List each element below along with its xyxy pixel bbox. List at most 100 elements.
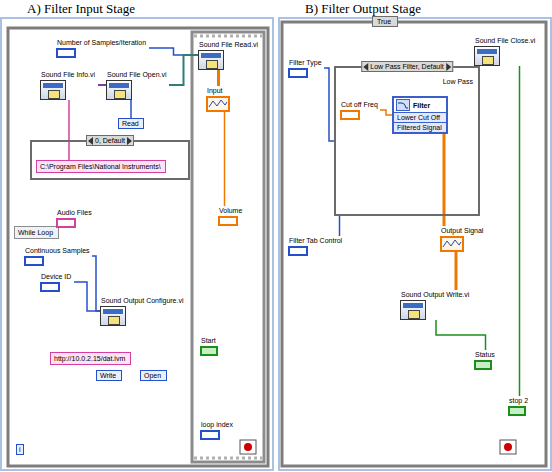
wire (169, 55, 198, 85)
control-terminal: Continuous Samples (24, 246, 92, 266)
node-label: Sound File Info.vi (40, 70, 96, 79)
node-label: Continuous Samples (24, 246, 91, 255)
selector-arrow (445, 63, 452, 71)
node-label: Device ID (40, 272, 72, 281)
boolean-icon (200, 346, 218, 356)
stop-terminal-dot (504, 443, 512, 451)
case-selector: 0, Default (86, 135, 134, 146)
node-label: Sound File Read.vi (198, 40, 259, 49)
wire (339, 216, 341, 236)
selector-arrow (88, 137, 93, 145)
constant-text: Write (99, 371, 119, 380)
vi-icon-glyph (408, 310, 420, 319)
terminal-icon (218, 216, 238, 226)
vi-icon-strip (477, 49, 497, 54)
vi-icon-strip (201, 53, 221, 58)
subvi-node: Sound File Info.vi (40, 70, 98, 100)
wire (149, 48, 198, 55)
terminal-icon (24, 256, 44, 266)
graph-icon-frame (441, 237, 463, 251)
vi-icon-glyph (108, 316, 120, 325)
control-terminal: Audio Files (56, 208, 94, 228)
case-selector-label: Low Pass Filter, Default (369, 62, 445, 71)
vi-icon (474, 46, 500, 66)
vi-icon (40, 80, 66, 100)
vi-icon-strip (43, 83, 63, 88)
wire (380, 110, 392, 115)
node-label: Sound File Open.vi (106, 70, 168, 79)
graph-icon-trace (443, 240, 461, 247)
structure-label: While Loop (14, 226, 59, 239)
case-selector: Low Pass Filter, Default (361, 61, 453, 72)
wire (519, 66, 521, 396)
selector-arrow (127, 137, 132, 145)
express-vi: FilterLower Cut OffFiltered Signal (392, 96, 448, 134)
node-label: Input (206, 86, 224, 95)
wire (130, 100, 132, 118)
boolean-terminal: Start (200, 336, 219, 356)
vi-icon-glyph (48, 90, 60, 99)
node-label: Volume (218, 206, 243, 215)
case-structure: Low Pass Filter, DefaultLow PassCut off … (334, 66, 480, 216)
sequence-frame (192, 32, 264, 462)
control-terminal: Filter Tab Control (288, 236, 345, 256)
wire (436, 320, 486, 350)
filter-icon (396, 99, 410, 111)
enum-constant: Write (96, 370, 122, 381)
selector-arrow (363, 63, 368, 71)
vi-icon-glyph (482, 56, 494, 65)
panel-ground (279, 18, 551, 470)
node-label: Sound File Close.vi (474, 36, 536, 45)
boolean-icon (474, 360, 492, 370)
case-structure-frame (282, 22, 546, 466)
terminal-row: Lower Cut Off (394, 112, 446, 122)
vi-icon (106, 80, 132, 100)
while-loop-frame (8, 28, 268, 466)
subvi-node: Sound File Close.vi (474, 36, 538, 66)
boolean-icon (508, 406, 526, 416)
filter-icon-curve (398, 103, 408, 108)
subvi-node: Sound Output Write.vi (400, 290, 472, 320)
node-label: Start (200, 336, 217, 345)
terminal-icon (56, 218, 76, 228)
iteration-terminal: i (16, 444, 24, 455)
control-terminal: Volume (218, 206, 245, 226)
enum-constant: Read (118, 118, 144, 129)
control-terminal: Cut off Freq (340, 100, 380, 120)
path-constant: C:\Program Files\National Instruments\ (36, 160, 166, 173)
path-constant: http://10.0.2.15/dat.lvm (50, 352, 131, 365)
constant-text: True (376, 17, 394, 26)
stop-terminal (500, 440, 516, 454)
vi-icon (400, 300, 426, 320)
node-label: Sound Output Configure.vi (100, 296, 185, 305)
case-label: Low Pass (442, 77, 474, 86)
graph-icon-frame (207, 97, 229, 111)
case-structure: 0, DefaultC:\Program Files\National Inst… (30, 140, 190, 180)
control-terminal: Number of Samples/Iteration (56, 38, 149, 58)
wire (217, 70, 220, 86)
express-vi-title: Filter (412, 101, 431, 110)
node-label: Filter Tab Control (288, 236, 343, 245)
subvi-node: Sound Output Configure.vi (100, 296, 186, 326)
vi-icon-strip (109, 83, 129, 88)
film-strip (194, 457, 262, 460)
vi-icon (100, 306, 126, 326)
vi-icon-glyph (114, 90, 126, 99)
control-terminal: Device ID (40, 272, 74, 292)
selector-arrow (446, 63, 451, 71)
node-label: Audio Files (56, 208, 93, 217)
node-label: loop index (200, 420, 234, 429)
graph-icon-trace (209, 100, 227, 107)
terminal-icon (288, 246, 308, 256)
panel-ground (1, 18, 273, 470)
node-label: stop 2 (508, 396, 529, 405)
node-label: Output Signal (440, 226, 484, 235)
node-label: Cut off Freq (340, 100, 379, 109)
node-label: Status (474, 350, 496, 359)
terminal-icon (56, 48, 76, 58)
constant-text: While Loop (17, 228, 56, 237)
panel-heading: A) Filter Input Stage (26, 1, 136, 17)
constant-text: Open (143, 371, 164, 380)
diagram-panel: A) Filter Input StageNumber of Samples/I… (0, 0, 274, 472)
selector-arrow (362, 63, 369, 71)
